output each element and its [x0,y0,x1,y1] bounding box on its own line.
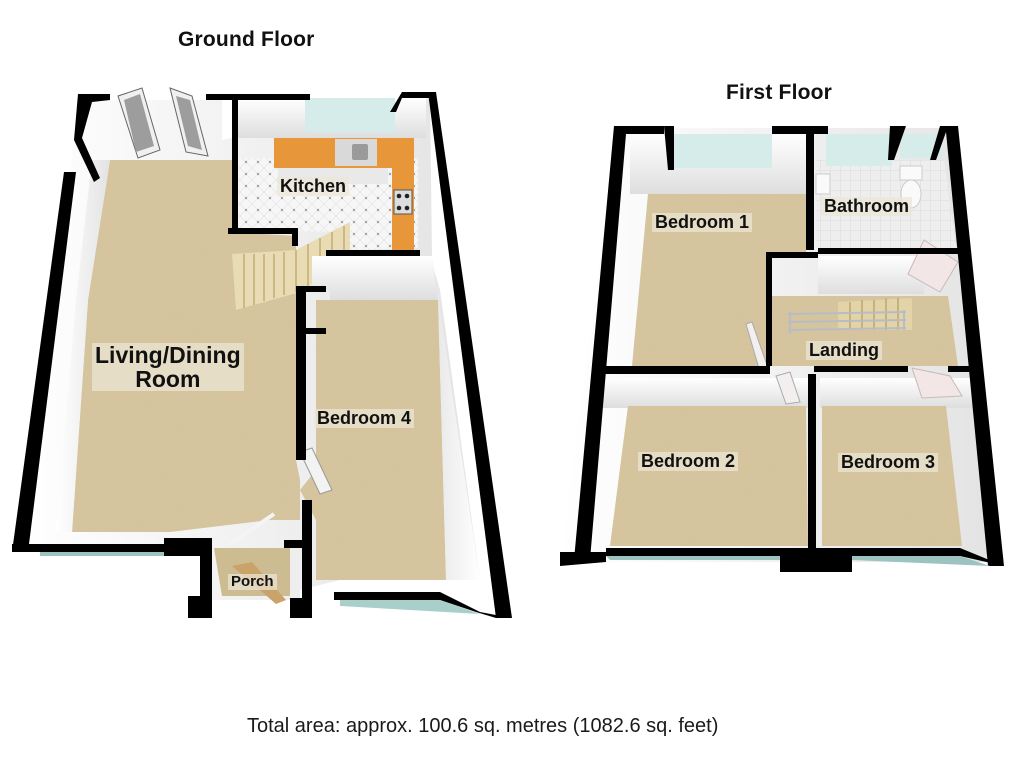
room-label-bedroom-3: Bedroom 3 [838,453,939,472]
total-area-caption: Total area: approx. 100.6 sq. metres (10… [247,715,719,737]
bedroom4-floor [300,300,446,580]
room-label-bedroom-4: Bedroom 4 [314,409,415,428]
room-label-kitchen: Kitchen [277,177,350,196]
room-label-living-dining: Living/Dining Room [92,343,244,391]
room-label-bedroom-2: Bedroom 2 [638,452,739,471]
kitchen-worktop [274,138,414,250]
room-label-bedroom-1: Bedroom 1 [652,213,753,232]
bedroom3-floor [822,406,962,546]
ground-floor-title: Ground Floor [178,28,315,51]
living-dining-line1: Living/Dining [95,342,241,368]
french-doors [117,87,209,159]
first-floor-plan [560,126,1004,572]
room-label-porch: Porch [228,574,277,590]
bedroom2-floor [610,406,808,546]
first-floor-walls [560,126,1004,572]
bedroom1-floor [632,194,806,366]
ground-floor-walls [12,92,512,618]
room-label-landing: Landing [806,341,882,360]
living-dining-line2: Room [135,366,201,393]
first-floor-title: First Floor [726,81,833,104]
landing-banister [787,310,907,334]
room-label-bathroom: Bathroom [821,197,912,216]
ground-floor-plan [12,87,512,618]
